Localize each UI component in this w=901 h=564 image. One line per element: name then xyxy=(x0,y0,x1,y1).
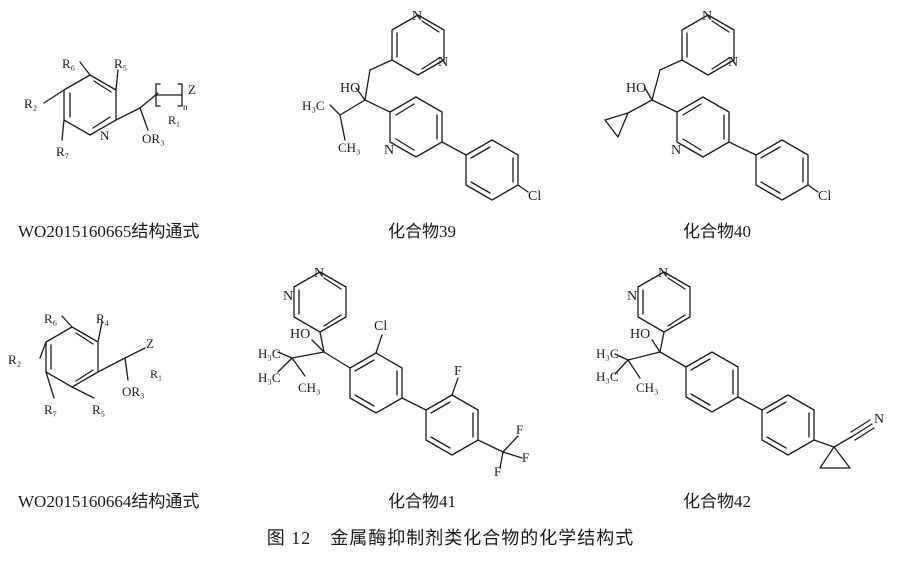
atom-r7: R₇ xyxy=(56,144,69,159)
atom-h3c-upper: H₃C xyxy=(258,346,281,361)
benzene-ring xyxy=(45,326,99,388)
fluorophenyl-ring xyxy=(425,394,479,456)
atom-r5: R₅ xyxy=(114,56,127,71)
pyrimidine-ring xyxy=(637,271,691,333)
structure-compound-42: N N HO H₃C H₃C CH₃ N xyxy=(596,266,884,469)
atom-h3c-lower: H₃C xyxy=(596,369,619,384)
atom-pyrimidine-n1: N xyxy=(314,266,324,281)
pyrimidine-ring xyxy=(681,14,735,76)
atom-pyrimidine-n2: N xyxy=(283,289,293,304)
atom-r6: R₆ xyxy=(44,311,57,326)
atom-ch3: CH₃ xyxy=(298,380,321,395)
atom-pyrimidine-n2: N xyxy=(627,289,637,304)
atom-ho: HO xyxy=(630,327,650,342)
caption-compound-40: 化合物40 xyxy=(683,222,751,241)
chlorophenyl-ring xyxy=(465,139,519,201)
atom-h3c: H₃C xyxy=(302,98,325,113)
atom-ho: HO xyxy=(340,81,360,96)
structure-compound-40: N N HO N Cl xyxy=(604,9,831,204)
atom-r1: R₁ xyxy=(168,113,180,127)
atom-r2: R₂ xyxy=(8,352,21,367)
atom-or3: OR₃ xyxy=(142,131,165,146)
atom-h3c-upper: H₃C xyxy=(596,346,619,361)
atom-z: Z xyxy=(146,336,154,351)
chlorophenyl-ring xyxy=(349,352,403,414)
atom-h3c-lower: H₃C xyxy=(258,370,281,385)
atom-f: F xyxy=(454,364,462,379)
chlorophenyl-ring xyxy=(755,139,809,201)
atom-r2: R₂ xyxy=(24,96,37,111)
atom-subscript-n: n xyxy=(183,102,188,112)
pyrimidine-ring xyxy=(293,271,347,333)
pyridine-ring xyxy=(389,96,443,158)
pyridine-ring xyxy=(676,96,730,158)
atom-cf3-f2: F xyxy=(522,450,529,465)
caption-compound-42: 化合物42 xyxy=(683,492,751,511)
atom-r7: R₇ xyxy=(44,402,57,417)
phenyl-ring-2 xyxy=(761,394,815,456)
structure-wo2015160665: R₆ R₅ R₂ R₇ N Z n R₁ OR₃ xyxy=(24,56,196,159)
atom-pyrimidine-n2: N xyxy=(728,55,738,70)
atom-r6: R₆ xyxy=(62,56,75,71)
atom-cf3-f1: F xyxy=(516,422,523,437)
caption-wo2015160664: WO2015160664结构通式 xyxy=(18,492,200,511)
atom-r1: R₁ xyxy=(150,367,162,381)
atom-r4: R₄ xyxy=(96,311,110,326)
caption-compound-41: 化合物41 xyxy=(388,492,456,511)
atom-or3: OR₃ xyxy=(122,384,145,399)
structure-compound-39: N N HO H₃C CH₃ N Cl xyxy=(302,9,541,204)
figure-caption: 图 12 金属酶抑制剂类化合物的化学结构式 xyxy=(266,528,635,548)
atom-ho: HO xyxy=(626,81,646,96)
structure-wo2015160664: R₆ R₄ R₂ R₇ R₅ Z R₁ OR₃ xyxy=(8,311,162,417)
atom-cl: Cl xyxy=(528,189,541,204)
atom-n: N xyxy=(100,128,110,143)
atom-cl: Cl xyxy=(374,319,387,334)
caption-wo2015160665: WO2015160665结构通式 xyxy=(18,222,200,241)
atom-nitrile-n: N xyxy=(874,412,884,427)
atom-pyrimidine-n1: N xyxy=(412,9,422,24)
atom-z: Z xyxy=(188,82,196,97)
atom-pyrimidine-n1: N xyxy=(702,9,712,24)
atom-cl: Cl xyxy=(818,189,831,204)
atom-ch3: CH₃ xyxy=(636,380,659,395)
cyclopropyl-ring xyxy=(604,112,629,138)
atom-pyridine-n: N xyxy=(384,143,394,158)
atom-pyridine-n: N xyxy=(671,143,681,158)
pyridine-ring xyxy=(63,74,117,136)
cyclopropyl-ring xyxy=(819,446,851,469)
pyrimidine-ring xyxy=(391,14,445,76)
atom-ho: HO xyxy=(290,327,310,342)
atom-pyrimidine-n2: N xyxy=(438,55,448,70)
phenyl-ring-1 xyxy=(685,351,739,413)
atom-r5: R₅ xyxy=(92,402,105,417)
structure-compound-41: N N HO Cl H₃C H₃C CH₃ F F F F xyxy=(258,266,529,479)
atom-ch3: CH₃ xyxy=(338,140,361,155)
atom-cf3-f3: F xyxy=(494,464,501,479)
atom-pyrimidine-n1: N xyxy=(658,266,668,281)
caption-compound-39: 化合物39 xyxy=(388,222,456,241)
